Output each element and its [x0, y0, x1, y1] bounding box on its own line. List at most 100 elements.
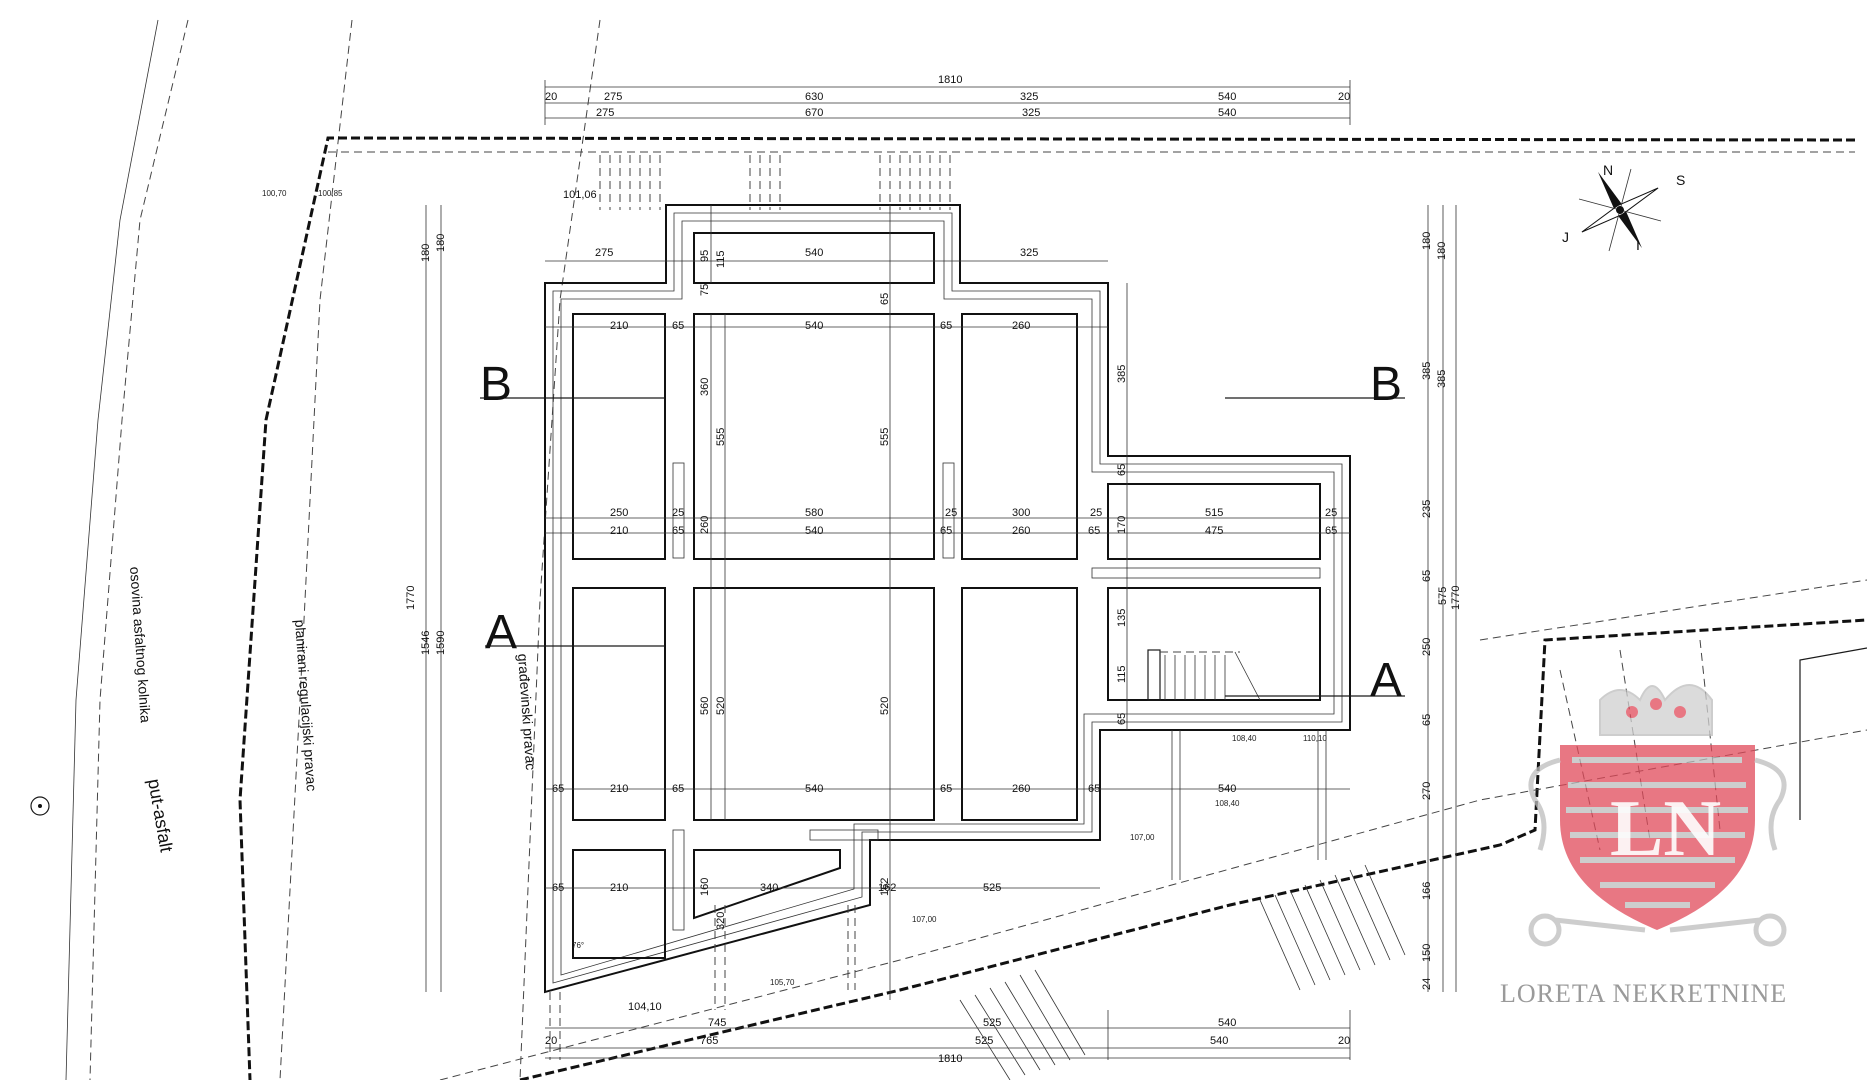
crown-icon [1599, 684, 1713, 736]
dim-row3-5: 260 [1012, 783, 1030, 795]
dim-right-col2-0: 180 [1436, 242, 1448, 260]
dim-right-col-1: 385 [1421, 362, 1433, 380]
dim-top1-2: 630 [805, 91, 823, 103]
dim-row2a-5: 25 [1090, 507, 1102, 519]
internal-stairs [1147, 649, 1261, 701]
dim-row2b-5: 65 [1088, 525, 1100, 537]
compass-n: N [1603, 162, 1613, 178]
dim-row3-4: 65 [940, 783, 952, 795]
dim-row3-2: 65 [672, 783, 684, 795]
dim-row2a-3: 25 [945, 507, 957, 519]
terrace-supports [549, 730, 1327, 1060]
dim-rowtop-2: 325 [1020, 247, 1038, 259]
rooms [572, 232, 1321, 959]
section-a-left: A [485, 606, 517, 659]
plot-boundary-south [519, 618, 1867, 1080]
road-lines [65, 19, 601, 1080]
dim-row4-2: 340 [760, 882, 778, 894]
dim-row1-2: 540 [805, 320, 823, 332]
survey-point-icon [30, 796, 50, 816]
dim-bottom2-3: 540 [1210, 1035, 1228, 1047]
dim-top1-0: 20 [545, 91, 557, 103]
dim-left-a: 1546 [420, 631, 432, 655]
building-line-label: građevinski pravac [515, 653, 539, 771]
section-b-left: B [480, 358, 512, 411]
dim-vert-6: 260 [699, 516, 711, 534]
dim-vert-7: 170 [1116, 516, 1128, 534]
dim-row2a-1: 25 [672, 507, 684, 519]
dim-row3-7: 540 [1218, 783, 1236, 795]
level-7: 108,40 [1215, 799, 1240, 808]
level-6: 110,10 [1303, 734, 1327, 743]
section-lines [480, 397, 1405, 697]
dim-vert-18: 385 [1116, 365, 1128, 383]
level-9: 107,00 [912, 915, 937, 924]
dim-left-top-b: 180 [435, 234, 447, 252]
dim-rowtop-0: 275 [595, 247, 613, 259]
scroll-left-icon [1528, 757, 1561, 851]
dim-row4-1: 210 [610, 882, 628, 894]
dim-bottom1-0: 745 [708, 1017, 726, 1029]
dim-row1-4: 260 [1012, 320, 1030, 332]
dimension-lines [425, 80, 1457, 1060]
dim-right-col-2: 235 [1421, 500, 1433, 518]
dim-row2b-2: 540 [805, 525, 823, 537]
dim-vert-14: 75 [699, 284, 711, 296]
road-axis-label: osovina asfaltnog kolnika [127, 566, 154, 723]
dim-row4-0: 65 [552, 882, 564, 894]
dim-row2a-6: 515 [1205, 507, 1223, 519]
level-5: 108,40 [1232, 734, 1257, 743]
section-a-right: A [1370, 654, 1402, 707]
dim-left-total: 1770 [405, 586, 417, 610]
dim-bottom2-4: 20 [1338, 1035, 1350, 1047]
dim-vert-1: 555 [715, 428, 727, 446]
dim-right-a: 575 [1437, 587, 1449, 605]
level-3: 101,06 [563, 189, 597, 201]
dim-top1-4: 540 [1218, 91, 1236, 103]
scroll-right-icon [1754, 757, 1787, 851]
dim-row2a-7: 25 [1325, 507, 1337, 519]
dim-right-col-6: 270 [1421, 782, 1433, 800]
dim-top2-0: 275 [596, 107, 614, 119]
dim-row3-3: 540 [805, 783, 823, 795]
dim-vert-2: 555 [879, 428, 891, 446]
dim-top1-3: 325 [1020, 91, 1038, 103]
dim-vert-13: 115 [715, 250, 727, 268]
dim-top-total: 1810 [938, 74, 962, 86]
level-10: 105,70 [770, 978, 795, 987]
dim-vert-15: 65 [879, 293, 891, 305]
dim-top2-3: 540 [1218, 107, 1236, 119]
dim-row2b-0: 210 [610, 525, 628, 537]
road-label: put-asfalt [144, 777, 177, 853]
dim-row1-3: 65 [940, 320, 952, 332]
level-2: 100,85 [318, 189, 343, 198]
dim-vert-0: 360 [699, 378, 711, 396]
dim-right-col-3: 65 [1421, 570, 1433, 582]
dim-right-col-9: 24 [1421, 978, 1433, 990]
stairs-bottom [959, 864, 1406, 1080]
dim-row3-0: 65 [552, 783, 564, 795]
dim-row1-0: 210 [610, 320, 628, 332]
dim-rowtop-1: 540 [805, 247, 823, 259]
compass-j: J [1562, 229, 1569, 245]
dim-bottom1-1: 525 [983, 1017, 1001, 1029]
dim-right-col-7: 166 [1421, 882, 1433, 900]
dim-vert-16: 160 [699, 878, 711, 896]
dim-vert-5: 520 [879, 697, 891, 715]
stairs-top [599, 155, 951, 210]
dim-top1-5: 20 [1338, 91, 1350, 103]
dim-vert-4: 520 [715, 697, 727, 715]
dim-vert-12: 95 [699, 250, 711, 262]
watermark-company: LORETA NEKRETNINE [1500, 979, 1787, 1008]
dim-left-top-a: 180 [420, 244, 432, 262]
dim-top1-1: 275 [604, 91, 622, 103]
dim-right-col-5: 65 [1421, 714, 1433, 726]
dim-row3-6: 65 [1088, 783, 1100, 795]
dim-bottom2-1: 765 [700, 1035, 718, 1047]
section-b-right: B [1370, 358, 1402, 411]
neighbour-building [1799, 647, 1867, 820]
dim-row1-1: 65 [672, 320, 684, 332]
dim-left-b: 1590 [435, 631, 447, 655]
watermark-monogram: LN [1610, 785, 1721, 873]
dim-right-col-0: 180 [1421, 232, 1433, 250]
